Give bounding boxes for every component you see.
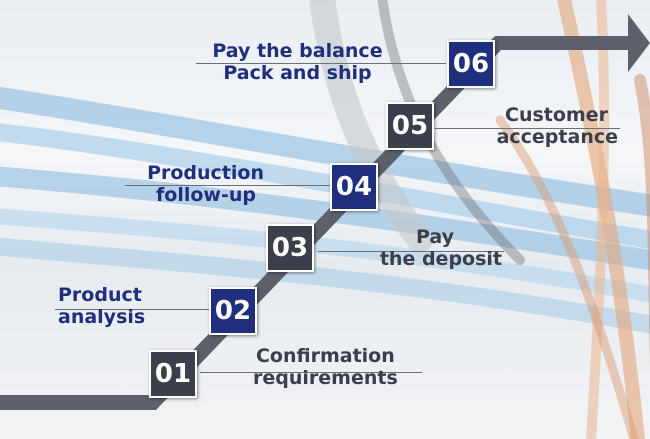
step-02-number: 02 — [209, 287, 257, 335]
arrow-head-icon — [628, 14, 650, 72]
step-01-line-2: requirements — [253, 367, 398, 389]
rule-01 — [200, 372, 422, 373]
step-03-number: 03 — [266, 224, 314, 272]
step-06-label: Pay the balance Pack and ship — [200, 40, 395, 84]
step-05-number: 05 — [386, 102, 434, 150]
rule-04 — [125, 185, 330, 186]
step-04-line-2: follow-up — [156, 184, 256, 206]
step-05-label: Customer acceptance — [466, 104, 618, 148]
rule-06 — [196, 63, 446, 64]
step-01-line-1: Confirmation — [255, 345, 395, 367]
step-05-line-1: Customer — [505, 104, 608, 126]
step-03-label: Pay the deposit — [360, 226, 502, 270]
step-04-line-1: Production — [147, 162, 264, 184]
rule-02 — [55, 309, 213, 310]
rule-05 — [435, 128, 620, 129]
step-02-line-2: analysis — [58, 306, 146, 328]
step-02-line-1: Product — [58, 284, 142, 306]
step-03-line-1: Pay — [415, 226, 454, 248]
step-01-number: 01 — [149, 350, 197, 398]
step-04-number: 04 — [330, 163, 378, 211]
step-01-label: Confirmation requirements — [253, 345, 398, 389]
step-06-line-2: Pack and ship — [223, 62, 372, 84]
step-05-line-2: acceptance — [496, 126, 618, 148]
step-06-number: 06 — [447, 40, 495, 88]
rule-03 — [318, 251, 504, 252]
step-06-line-1: Pay the balance — [212, 40, 383, 62]
step-04-label: Production follow-up — [128, 162, 264, 206]
step-02-label: Product analysis — [58, 284, 145, 328]
step-03-line-2: the deposit — [379, 248, 502, 270]
